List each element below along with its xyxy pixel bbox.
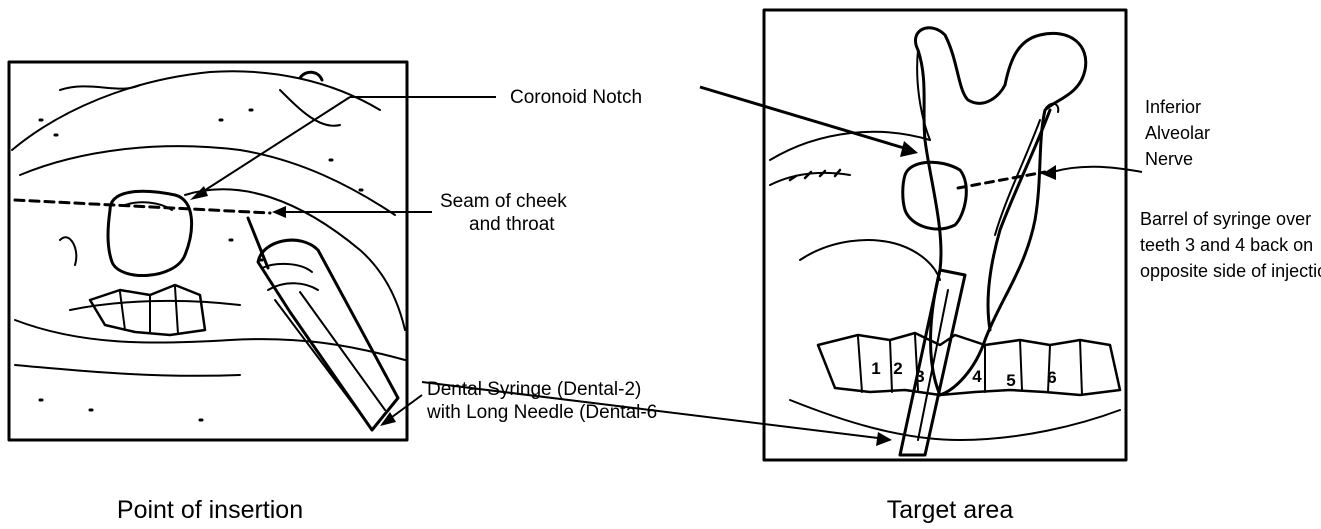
barrel-label: Barrel of syringe over teeth 3 and 4 bac… bbox=[1140, 206, 1321, 284]
coronoid-notch-label: Coronoid Notch bbox=[510, 86, 642, 109]
nerve-label-line-3: Nerve bbox=[1145, 146, 1210, 172]
barrel-label-line-2: teeth 3 and 4 back on bbox=[1140, 232, 1321, 258]
target-illustration bbox=[764, 10, 1126, 460]
left-caption: Point of insertion bbox=[60, 496, 360, 525]
barrel-label-line-1: Barrel of syringe over bbox=[1140, 206, 1321, 232]
target-dashed-line bbox=[958, 172, 1045, 188]
tooth-number-3: 3 bbox=[915, 367, 924, 386]
nerve-leader-curve bbox=[1052, 167, 1142, 172]
syringe-target-arrowhead bbox=[876, 432, 892, 446]
syringe-label-line-1: Dental Syringe (Dental-2) bbox=[427, 378, 747, 401]
nerve-label: Inferior Alveolar Nerve bbox=[1145, 94, 1210, 172]
tooth-number-4: 4 bbox=[972, 367, 982, 386]
tooth-number-5: 5 bbox=[1006, 371, 1015, 390]
insertion-illustration bbox=[9, 62, 407, 440]
barrel-label-line-3: opposite side of injection bbox=[1140, 258, 1321, 284]
seam-arrowhead bbox=[272, 206, 286, 218]
seam-label-line-2: and throat bbox=[440, 213, 600, 236]
nerve-label-line-1: Inferior bbox=[1145, 94, 1210, 120]
left-panel-frame bbox=[9, 62, 407, 440]
seam-label-line-1: Seam of cheek bbox=[440, 190, 600, 213]
tooth-number-6: 6 bbox=[1047, 368, 1056, 387]
coronoid-target-arrowhead bbox=[900, 141, 918, 157]
nerve-label-line-2: Alveolar bbox=[1145, 120, 1210, 146]
syringe-label-line-2: with Long Needle (Dental-6 bbox=[427, 401, 747, 424]
lower-teeth-row bbox=[818, 333, 1120, 395]
right-caption: Target area bbox=[800, 496, 1100, 525]
tooth-numbers: 1 2 3 4 5 6 bbox=[871, 359, 1056, 390]
coronoid-arrow-line bbox=[196, 97, 350, 196]
syringe-leader-line bbox=[388, 395, 422, 420]
tooth-number-2: 2 bbox=[893, 359, 902, 378]
syringe-label: Dental Syringe (Dental-2) with Long Need… bbox=[427, 378, 747, 424]
seam-label: Seam of cheek and throat bbox=[440, 190, 600, 236]
tooth-number-1: 1 bbox=[871, 359, 880, 378]
coronoid-target-arrow-line bbox=[700, 87, 904, 148]
mandible-ramus bbox=[915, 28, 1085, 395]
